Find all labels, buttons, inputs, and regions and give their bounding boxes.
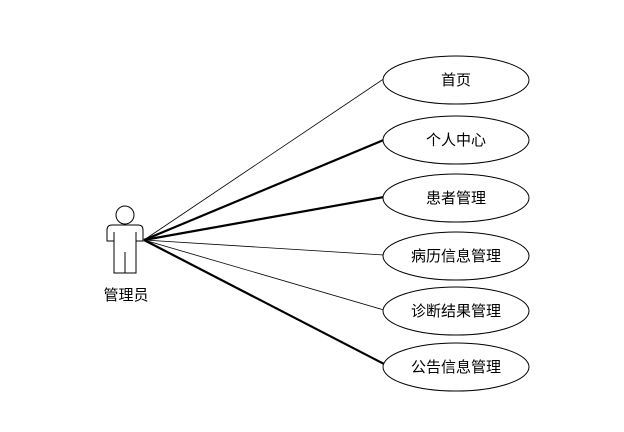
actor-label: 管理员 <box>103 286 148 304</box>
use-case-personal-center: 个人中心 <box>382 115 530 165</box>
use-case-label: 首页 <box>441 71 471 89</box>
use-case-label: 个人中心 <box>426 131 486 149</box>
use-case-patient-management: 患者管理 <box>382 173 530 223</box>
actor-body <box>106 224 144 274</box>
associations <box>143 75 389 366</box>
use-case-ellipse <box>382 286 530 336</box>
use-cases: 首页 个人中心 患者管理 病历信息管理 诊断结果管理 公告信息管理 <box>382 55 530 392</box>
association-line-2 <box>143 137 387 242</box>
association-line-1 <box>143 75 389 241</box>
actor-head <box>115 205 135 225</box>
use-case-label: 病历信息管理 <box>411 247 501 265</box>
use-case-label: 公告信息管理 <box>411 358 501 376</box>
association-line-4 <box>143 239 385 256</box>
use-case-ellipse <box>382 173 530 223</box>
use-case-ellipse <box>382 342 530 392</box>
use-case-ellipse <box>382 115 530 165</box>
association-line-6 <box>143 239 387 366</box>
use-case-announcement-management: 公告信息管理 <box>382 342 530 392</box>
use-case-ellipse <box>382 231 530 281</box>
use-case-medical-record-management: 病历信息管理 <box>382 231 530 281</box>
actor: 管理员 <box>103 205 149 304</box>
use-case-ellipse <box>382 55 530 105</box>
use-case-homepage: 首页 <box>382 55 530 105</box>
association-line-5 <box>143 239 385 311</box>
association-line-3 <box>143 195 385 242</box>
use-case-label: 诊断结果管理 <box>411 302 501 320</box>
use-case-label: 患者管理 <box>426 189 486 207</box>
use-case-diagnosis-result-management: 诊断结果管理 <box>382 286 530 336</box>
